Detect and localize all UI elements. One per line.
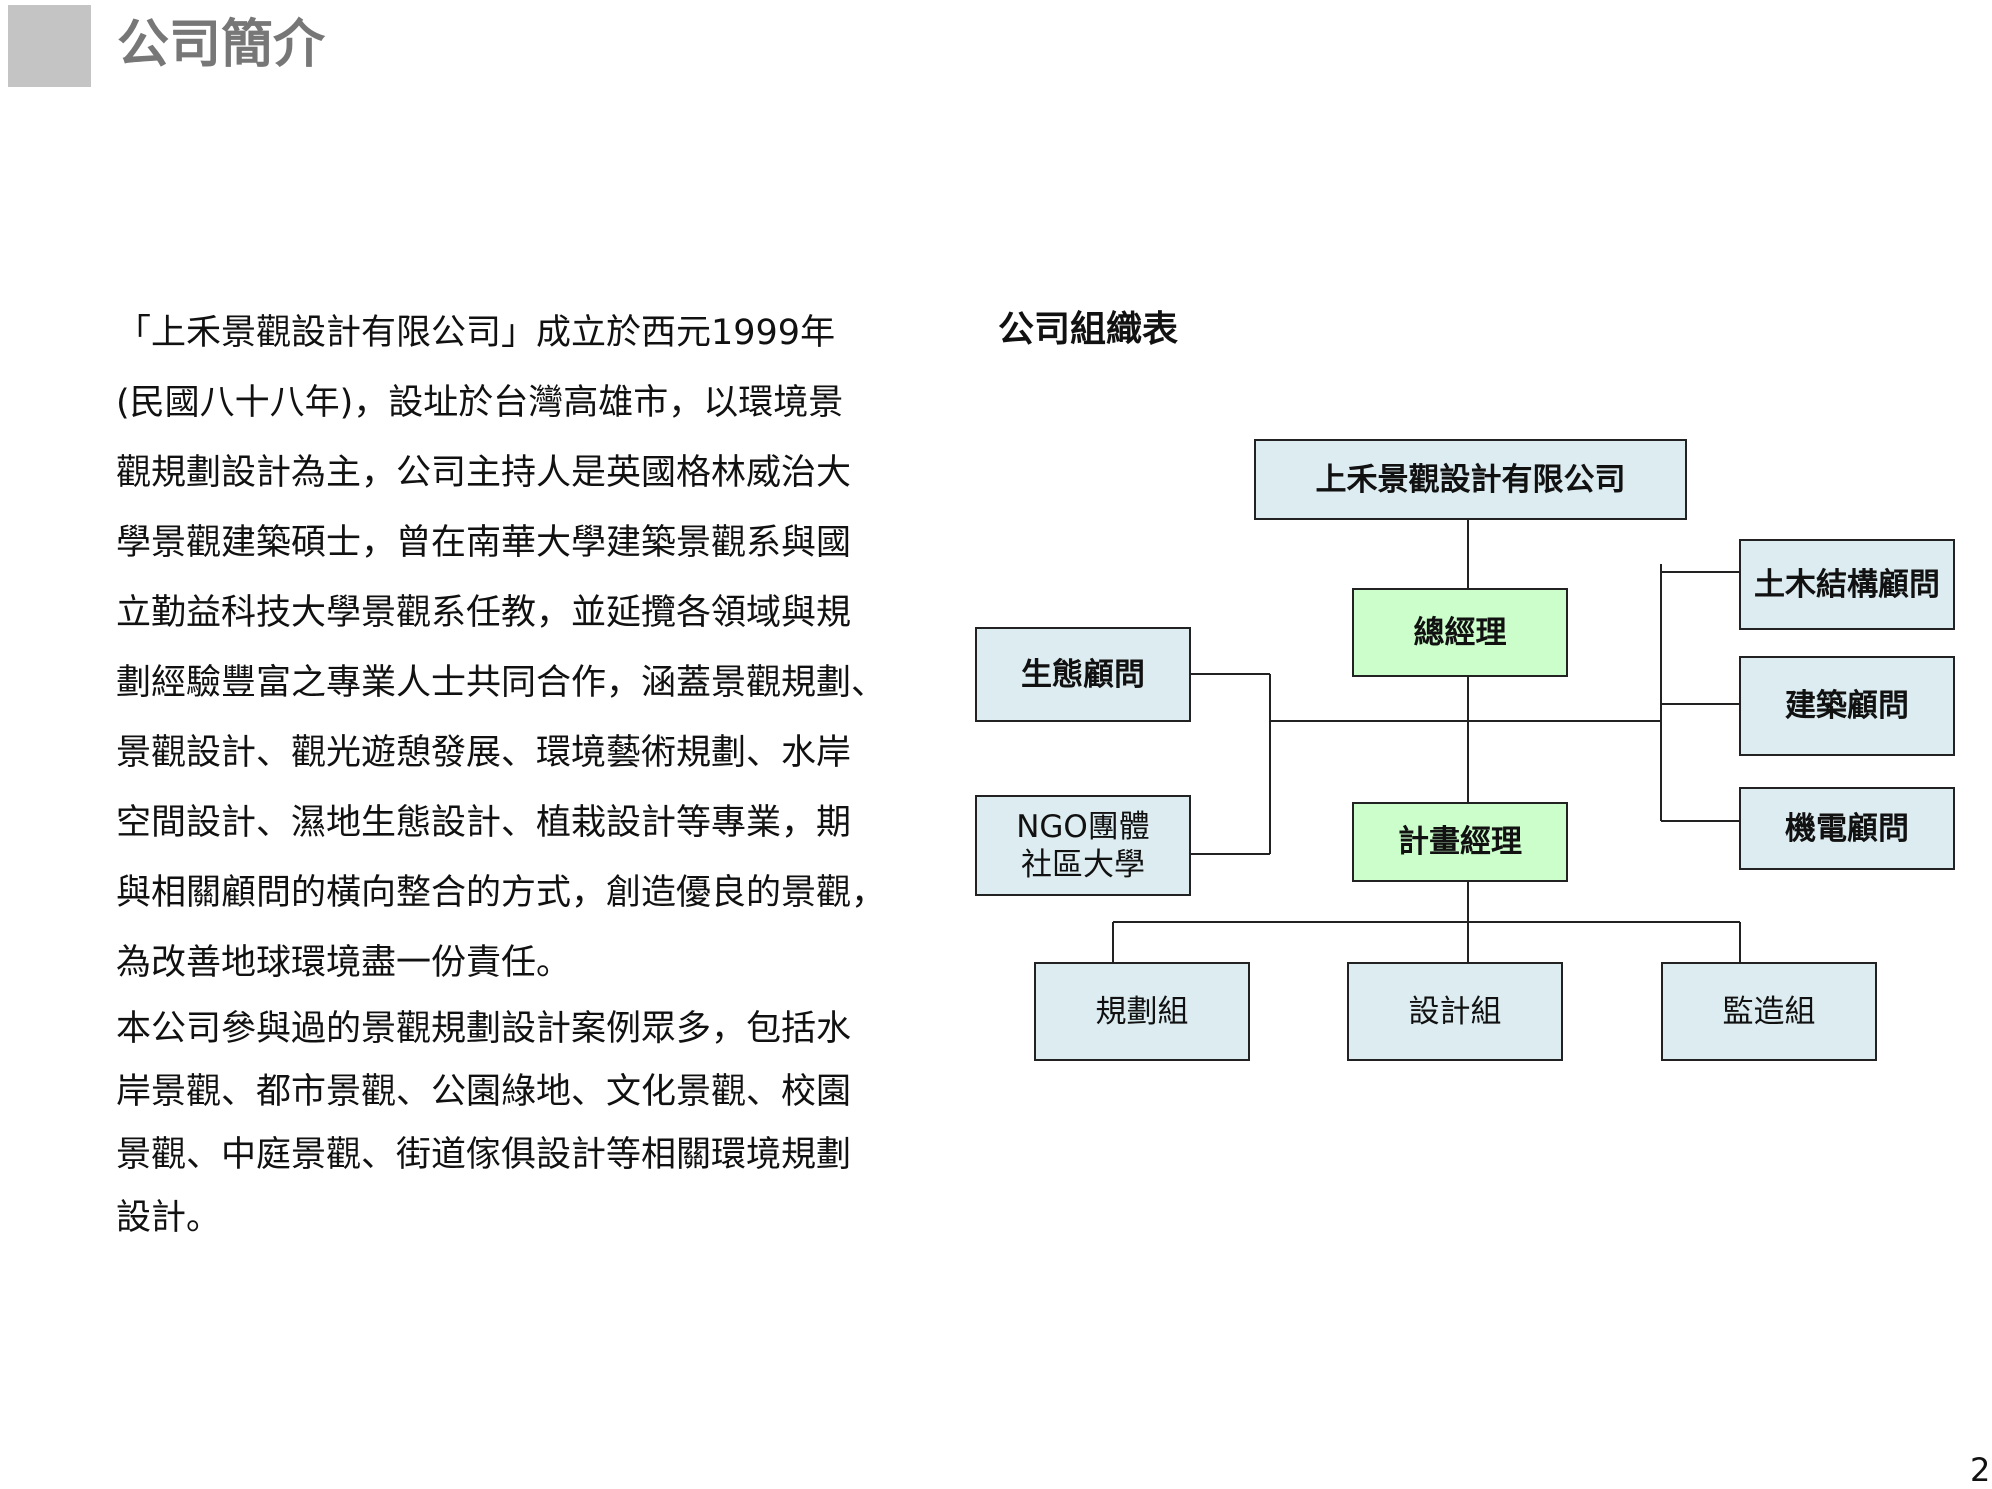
company-intro: 「上禾景觀設計有限公司」成立於西元1999年 (民國八十八年)，設址於台灣高雄市… <box>116 298 976 1250</box>
intro-line: 觀規劃設計為主，公司主持人是英國格林威治大 <box>116 453 852 493</box>
org-box-civil-structure-advisor: 土木結構顧問 <box>1739 539 1955 630</box>
org-box-mep-advisor: 機電顧問 <box>1739 787 1955 870</box>
intro-line: 劃經驗豐富之專業人士共同合作，涵蓋景觀規劃、 <box>116 663 887 703</box>
intro-line: 空間設計、濕地生態設計、植栽設計等專業，期 <box>116 803 852 843</box>
intro-line: 學景觀建築碩士，曾在南華大學建築景觀系與國 <box>116 523 852 563</box>
org-box-design-team: 設計組 <box>1347 962 1563 1061</box>
intro-line: 立勤益科技大學景觀系任教，並延攬各領域與規 <box>116 593 852 633</box>
title-accent-block <box>8 5 91 87</box>
org-box-ecology-advisor: 生態顧問 <box>975 627 1191 722</box>
intro-paragraph-2: 本公司參與過的景觀規劃設計案例眾多，包括水 岸景觀、都市景觀、公園綠地、文化景觀… <box>116 998 976 1250</box>
intro-line: 本公司參與過的景觀規劃設計案例眾多，包括水 <box>116 1009 852 1049</box>
org-box-general-manager: 總經理 <box>1352 588 1568 677</box>
intro-line: 景觀設計、觀光遊憩發展、環境藝術規劃、水岸 <box>116 733 852 773</box>
intro-line: 為改善地球環境盡一份責任。 <box>116 943 572 983</box>
org-box-architecture-advisor: 建築顧問 <box>1739 656 1955 756</box>
page-number: 2 <box>1970 1451 1991 1489</box>
intro-line: 與相關顧問的橫向整合的方式，創造優良的景觀， <box>116 873 887 913</box>
intro-line: (民國八十八年)，設址於台灣高雄市，以環境景 <box>116 383 844 423</box>
org-box-company: 上禾景觀設計有限公司 <box>1254 439 1687 520</box>
intro-line: 設計。 <box>116 1198 222 1238</box>
org-box-label-ngo: NGO團體 <box>1016 808 1150 845</box>
intro-line: 岸景觀、都市景觀、公園綠地、文化景觀、校園 <box>116 1072 852 1112</box>
org-chart-title: 公司組織表 <box>998 309 1179 350</box>
org-box-planning-team: 規劃組 <box>1034 962 1250 1061</box>
intro-paragraph-1: 「上禾景觀設計有限公司」成立於西元1999年 (民國八十八年)，設址於台灣高雄市… <box>116 298 976 998</box>
org-box-project-manager: 計畫經理 <box>1352 802 1568 882</box>
page-title: 公司簡介 <box>117 15 326 75</box>
org-box-label-community-college: 社區大學 <box>1021 846 1145 883</box>
org-box-ngo-community-college: NGO團體 社區大學 <box>975 795 1191 896</box>
intro-line: 「上禾景觀設計有限公司」成立於西元1999年 <box>116 313 836 353</box>
org-box-supervision-team: 監造組 <box>1661 962 1877 1061</box>
intro-line: 景觀、中庭景觀、街道傢俱設計等相關環境規劃 <box>116 1135 852 1175</box>
